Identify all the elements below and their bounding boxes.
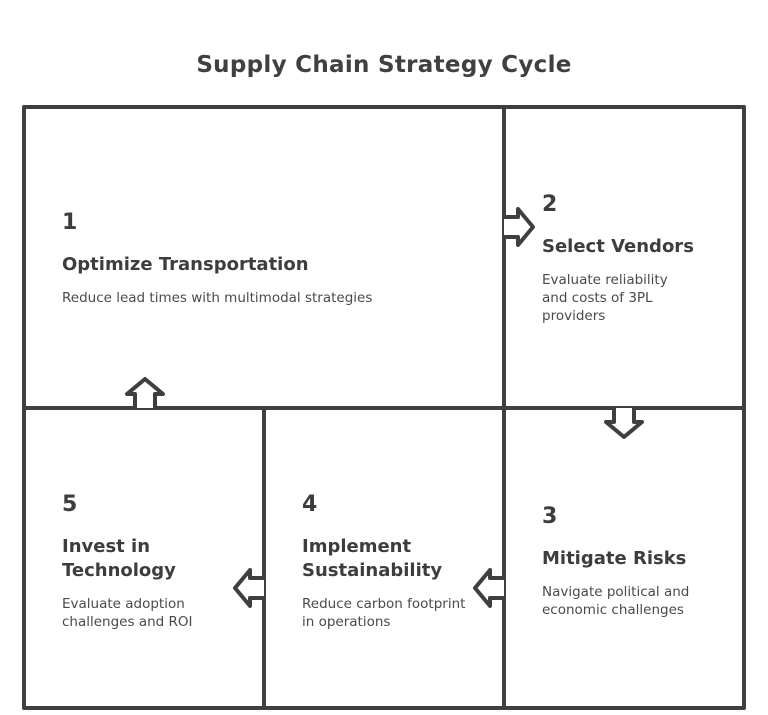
arrow-down-icon [604, 408, 644, 439]
step-number: 1 [62, 210, 78, 235]
step-mitigate-risks: 3 Mitigate Risks Navigate political and … [542, 504, 732, 619]
step-description: Reduce lead times with multimodal strate… [62, 290, 373, 306]
step-heading: Select Vendors [542, 236, 694, 257]
step-description: Reduce carbon footprint in operations [302, 596, 466, 630]
step-number: 3 [542, 504, 558, 529]
step-implement-sustainability: 4 Implement Sustainability Reduce carbon… [302, 492, 492, 631]
step-number: 5 [62, 492, 78, 517]
step-description: Navigate political and economic challeng… [542, 584, 690, 618]
arrow-right-icon [504, 207, 535, 247]
step-heading: Implement Sustainability [302, 536, 443, 581]
step-optimize-transportation: 1 Optimize Transportation Reduce lead ti… [62, 210, 482, 307]
arrow-up-icon [125, 377, 165, 408]
step-heading: Mitigate Risks [542, 548, 687, 569]
step-heading: Invest in Technology [62, 536, 176, 581]
step-number: 2 [542, 192, 558, 217]
arrow-left-icon-2 [233, 568, 264, 608]
diagram-title: Supply Chain Strategy Cycle [196, 52, 572, 78]
step-invest-in-technology: 5 Invest in Technology Evaluate adoption… [62, 492, 242, 631]
step-heading: Optimize Transportation [62, 254, 309, 275]
step-description: Evaluate adoption challenges and ROI [62, 596, 193, 630]
step-number: 4 [302, 492, 318, 517]
step-description: Evaluate reliability and costs of 3PL pr… [542, 272, 668, 324]
step-select-vendors: 2 Select Vendors Evaluate reliability an… [542, 192, 722, 325]
arrow-left-icon [473, 568, 504, 608]
